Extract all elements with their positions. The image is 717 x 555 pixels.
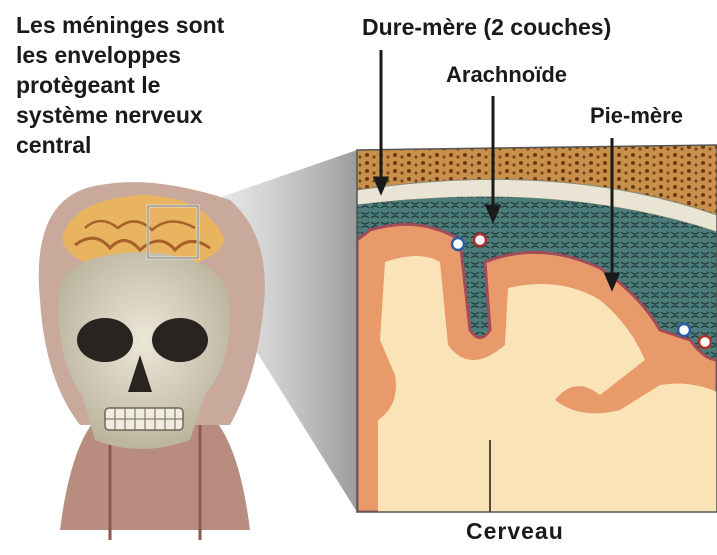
intro-text: Les méninges sont les enveloppes protège… [16,10,316,160]
dura-mater-label: Dure-mère (2 couches) [362,14,611,41]
pia-mater-label: Pie-mère [590,103,683,129]
arachnoid-label: Arachnoïde [446,62,567,88]
intro-line: système nerveux [16,100,316,130]
brain-label: Cerveau [466,518,564,545]
meninges-cross-section [357,145,717,515]
intro-line: les enveloppes [16,40,316,70]
intro-line: protègeant le [16,70,316,100]
head-illustration [39,182,265,540]
intro-line: Les méninges sont [16,10,316,40]
intro-line: central [16,130,316,160]
